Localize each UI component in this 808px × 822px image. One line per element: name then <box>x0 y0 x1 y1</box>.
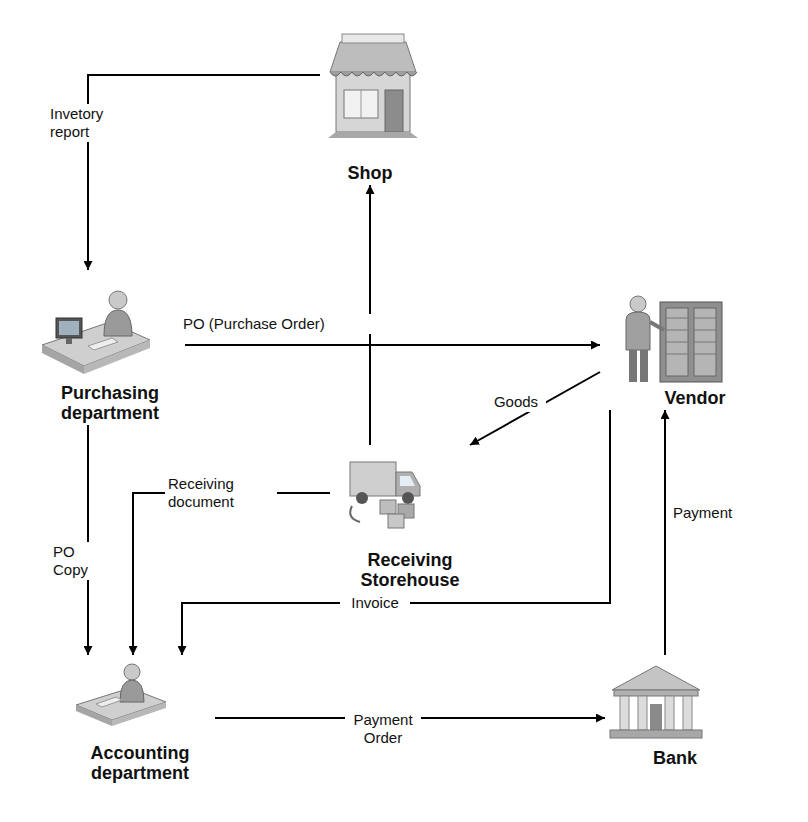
vendor-server-icon <box>626 296 722 382</box>
delivery-truck-icon-part <box>350 462 396 496</box>
flow-arrow <box>185 344 600 346</box>
flow-arrow <box>87 425 89 655</box>
shop-icon-part <box>330 72 417 76</box>
bank-building-icon-part-part <box>620 696 629 730</box>
node-label: Bank <box>609 748 741 768</box>
accounting-desk-icon-part <box>120 680 144 702</box>
shop-icon <box>328 34 418 138</box>
flow-arrow <box>182 410 610 655</box>
purchasing-desk-icon-part <box>42 345 84 374</box>
delivery-truck-icon-part <box>388 514 404 528</box>
purchasing-desk-icon-part <box>66 338 72 344</box>
process-node: Shop <box>320 25 420 185</box>
vendor-server-icon-part <box>630 296 646 312</box>
flow-arrow <box>88 75 320 270</box>
purchasing-desk-icon-part <box>59 321 79 335</box>
shop-icon-part <box>344 90 378 118</box>
shop-icon-part <box>328 132 418 138</box>
purchasing-desk-icon-part <box>104 310 132 336</box>
bank-building-icon-part <box>650 704 662 730</box>
edge-label: Invetory report <box>47 104 119 142</box>
edge-label: Invoice <box>340 593 410 613</box>
process-node: Receiving Storehouse <box>330 445 490 592</box>
vendor-server-icon-part <box>626 312 650 350</box>
node-label: Purchasing department <box>39 383 181 423</box>
delivery-truck-icon-part <box>400 476 415 486</box>
node-label: Receiving Storehouse <box>334 550 486 590</box>
edge-label: Payment Order <box>345 710 421 748</box>
delivery-truck-icon <box>350 462 420 528</box>
accounting-desk-icon-part <box>76 705 112 726</box>
vendor-server-icon-part <box>666 308 688 376</box>
shop-icon-part <box>330 42 416 72</box>
bank-building-icon-part <box>614 690 698 696</box>
delivery-truck-icon-part <box>356 492 368 504</box>
vendor-server-icon-part-part <box>666 330 688 331</box>
node-label: Accounting department <box>69 743 211 783</box>
accounting-desk-icon-part <box>112 702 166 726</box>
vendor-server-icon-part <box>660 302 722 382</box>
purchasing-desk-icon-part <box>109 291 127 309</box>
vendor-server-icon-part <box>650 322 664 330</box>
process-node: Accounting department <box>65 655 215 785</box>
purchasing-desk-icon-part <box>56 318 82 338</box>
delivery-truck-icon-part <box>350 506 360 522</box>
edge-label: PO Copy <box>50 542 98 580</box>
bank-building-icon-part <box>620 696 692 730</box>
bank-building-icon <box>610 666 702 738</box>
shop-icon-part <box>361 90 362 118</box>
edge-label: Goods <box>486 392 546 412</box>
process-node: Purchasing department <box>35 270 185 425</box>
flow-arrow <box>664 410 666 655</box>
vendor-server-icon-part-part <box>666 342 688 343</box>
flow-arrow <box>133 493 330 655</box>
vendor-server-icon-part <box>666 318 716 354</box>
flow-arrow <box>470 372 600 445</box>
shop-icon-part <box>336 72 410 132</box>
edge-label: Payment <box>670 503 746 523</box>
bank-building-icon-part-part <box>638 696 647 730</box>
node-label: Shop <box>324 163 416 183</box>
process-node: Bank <box>605 655 745 770</box>
vendor-server-icon-part-part <box>694 318 716 319</box>
vendor-server-icon-part-part <box>666 354 688 355</box>
bank-building-icon-part <box>610 730 702 738</box>
shop-icon-part <box>385 90 403 132</box>
vendor-server-icon-part-part <box>694 354 716 355</box>
delivery-truck-icon-part <box>402 492 414 504</box>
shop-icon-part <box>342 34 404 43</box>
vendor-server-icon-part-part <box>694 342 716 343</box>
vendor-server-icon-part <box>640 350 648 382</box>
vendor-server-icon-part <box>629 350 637 382</box>
purchasing-desk-icon <box>42 291 150 374</box>
delivery-truck-icon-part <box>380 500 396 514</box>
vendor-server-icon-part <box>694 308 716 376</box>
vendor-server-icon-part-part <box>694 330 716 331</box>
node-label: Vendor <box>604 388 786 408</box>
accounting-desk-icon <box>76 664 166 726</box>
process-node: Vendor <box>600 285 790 410</box>
edge-label: Receiving document <box>165 474 277 512</box>
accounting-desk-icon-part <box>124 664 140 680</box>
bank-building-icon-part <box>612 666 700 690</box>
bank-building-icon-part-part <box>665 696 674 730</box>
accounting-desk-icon-part <box>96 697 122 707</box>
bank-building-icon-part-part <box>683 696 692 730</box>
vendor-server-icon-part-part <box>666 318 688 319</box>
purchasing-desk-icon-part <box>88 338 118 350</box>
edge-label: PO (Purchase Order) <box>180 314 380 334</box>
